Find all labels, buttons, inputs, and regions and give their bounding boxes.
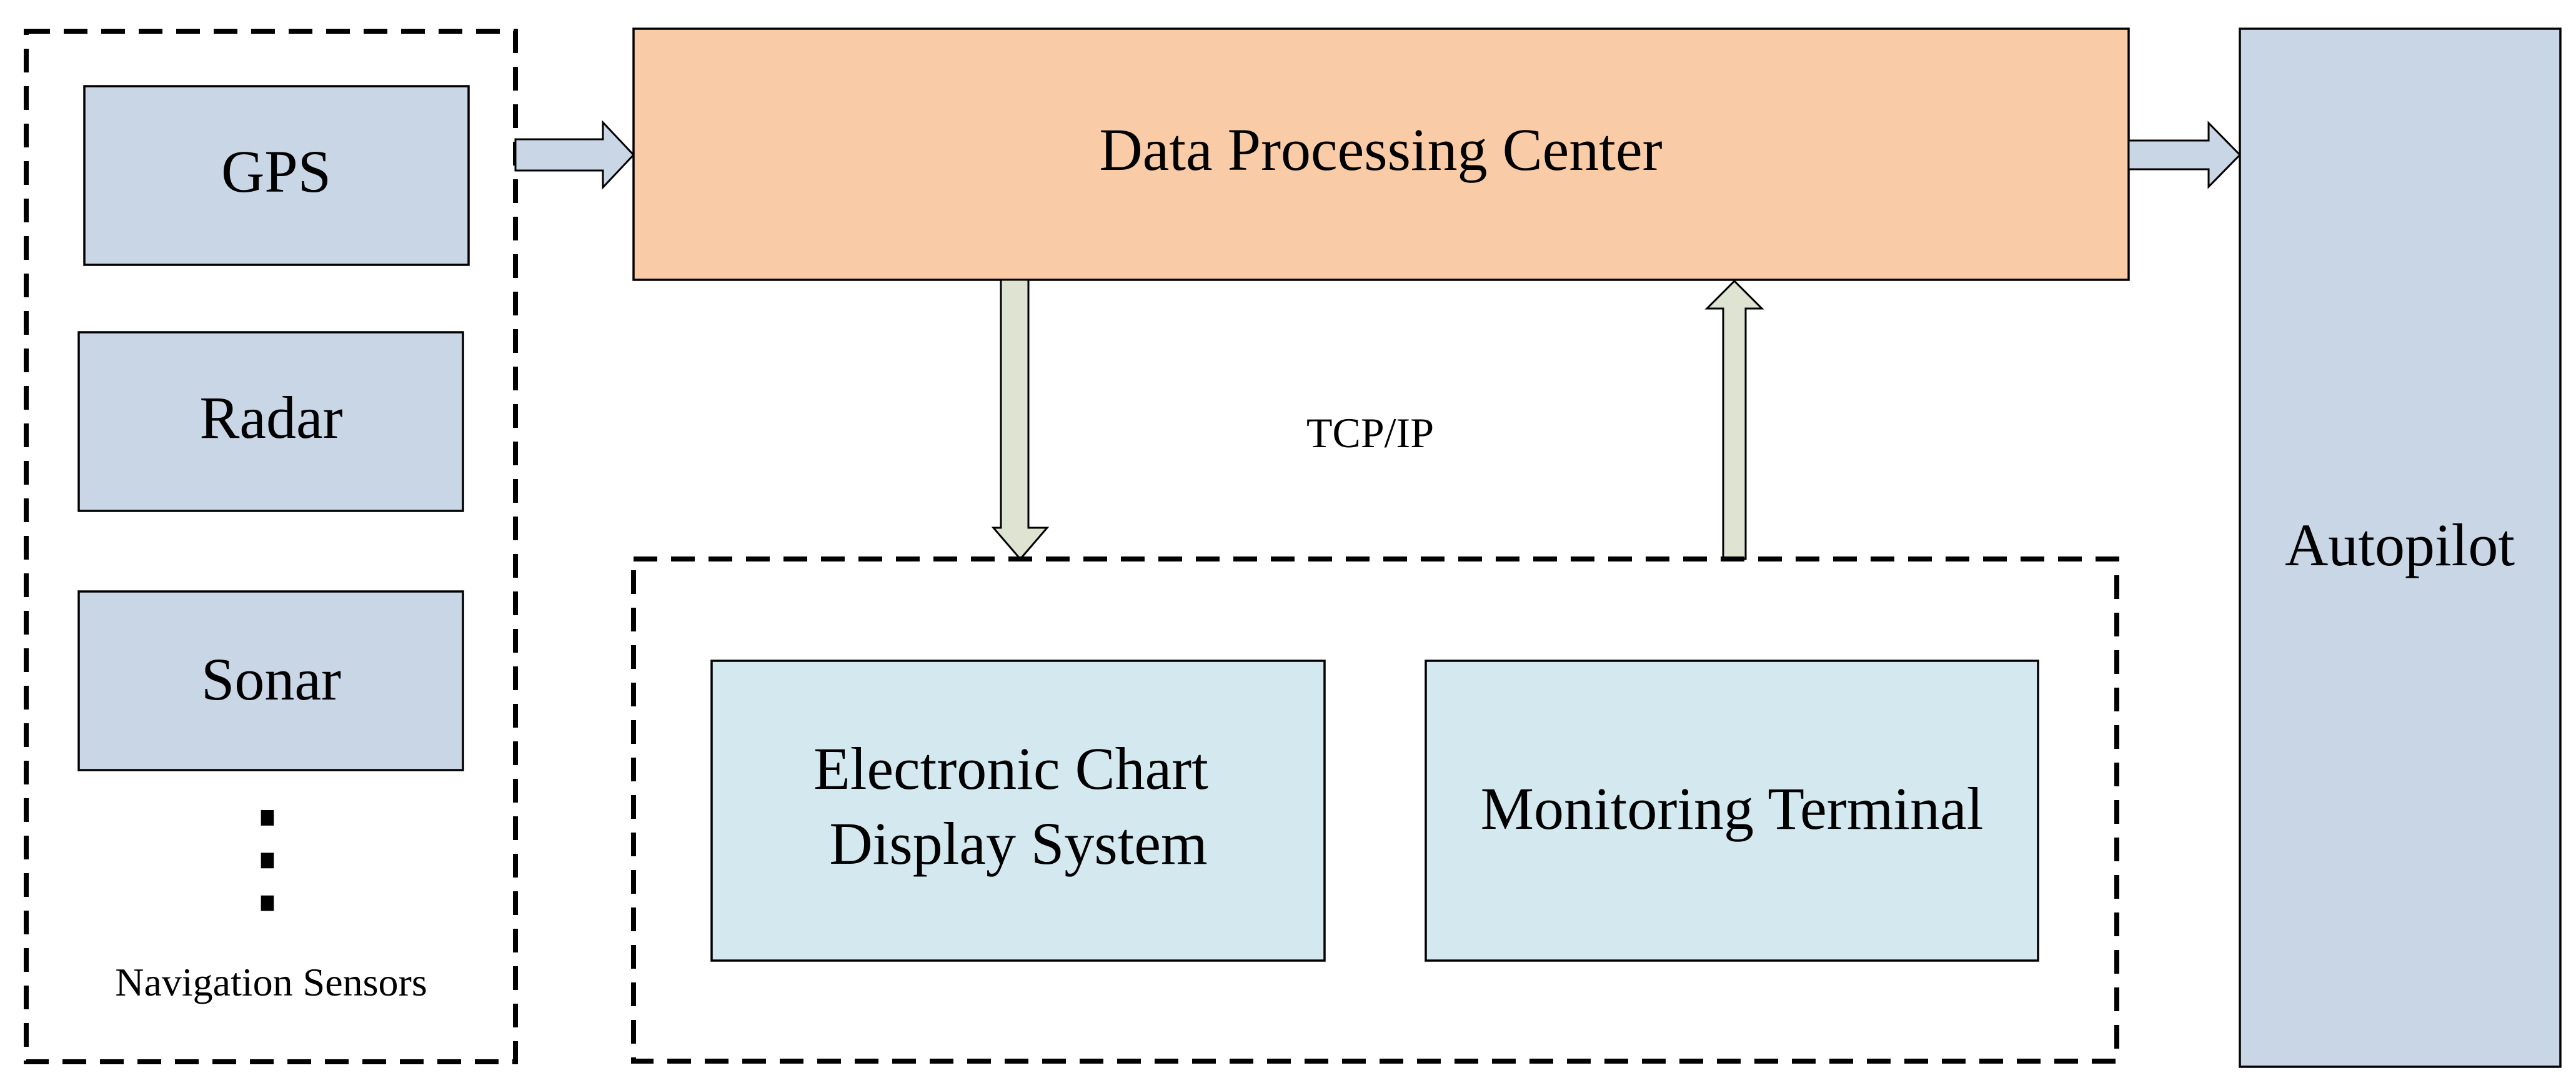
electronic-chart-display-system-label: Electronic Chart Display System xyxy=(813,735,1223,877)
navigation-sensors-group xyxy=(24,29,518,1064)
gps-label: GPS xyxy=(221,138,331,205)
sonar-box xyxy=(77,590,464,771)
tcp-ip-label: TCP/IP xyxy=(1306,409,1434,457)
terminals-group xyxy=(631,556,2119,1064)
ecds-label-line1: Electronic Chart xyxy=(813,735,1208,802)
gps-box xyxy=(83,85,470,266)
navigation-sensors-label: Navigation Sensors xyxy=(115,960,427,1004)
radar-box xyxy=(77,331,464,512)
arrow-processing-to-autopilot xyxy=(2127,121,2242,189)
electronic-chart-display-system-box xyxy=(710,660,1326,962)
sonar-label: Sonar xyxy=(201,646,341,713)
autopilot-label: Autopilot xyxy=(2285,512,2515,578)
arrow-terminals-to-processing xyxy=(1704,279,1764,560)
monitoring-terminal-box xyxy=(1425,660,2039,962)
autopilot-box xyxy=(2239,27,2562,1068)
data-processing-center-box xyxy=(632,27,2130,281)
ecds-label-line2: Display System xyxy=(829,810,1207,877)
monitoring-terminal-label: Monitoring Terminal xyxy=(1481,775,1984,842)
arrow-processing-to-terminals xyxy=(991,279,1050,561)
radar-label: Radar xyxy=(199,384,342,451)
data-processing-center-label: Data Processing Center xyxy=(1099,116,1662,183)
arrow-sensors-to-processing xyxy=(514,120,635,190)
more-sensors-ellipsis: ⋮ xyxy=(205,789,330,927)
